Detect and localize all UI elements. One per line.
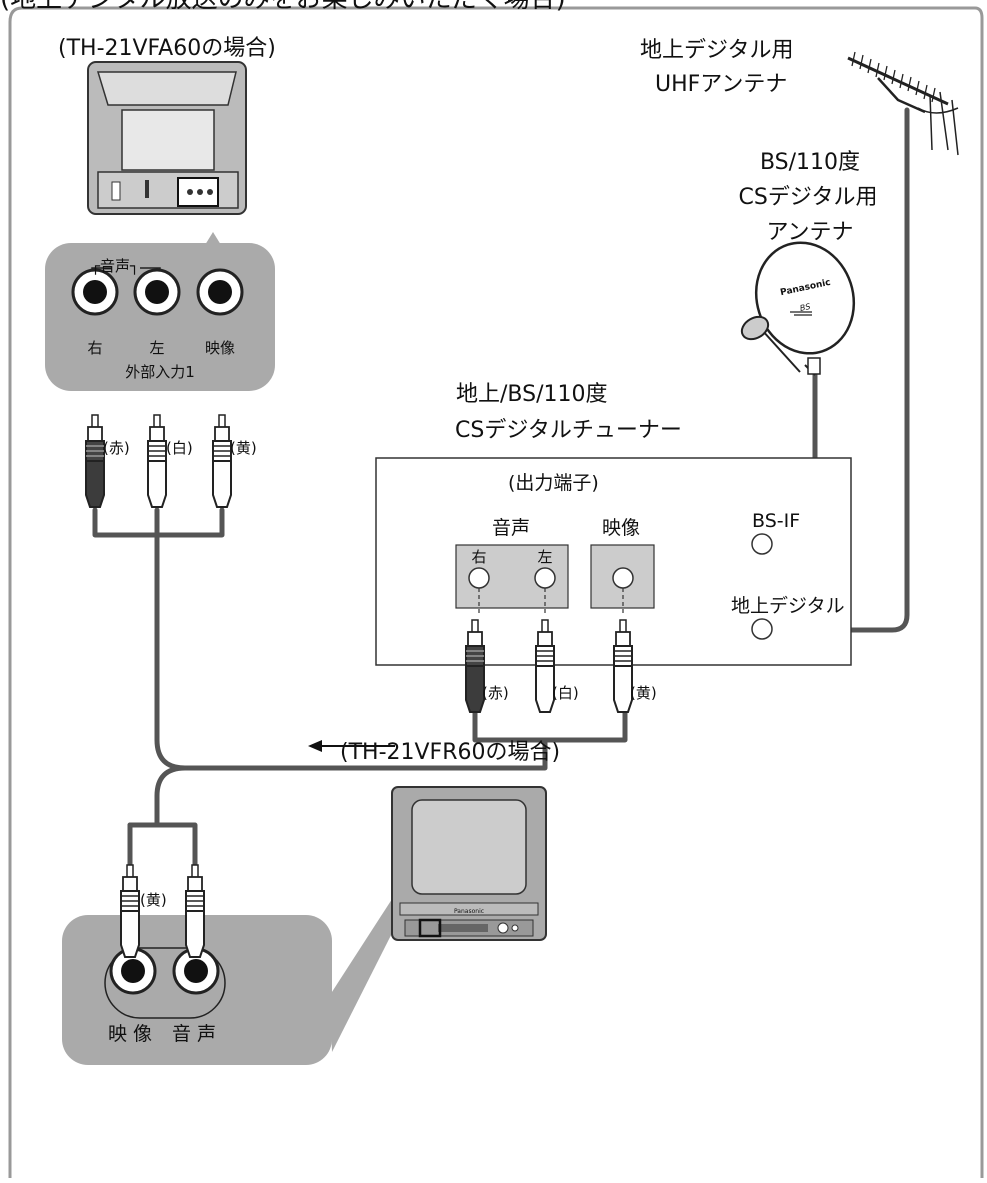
tv-b-model-label: (TH-21VFR60の場合) <box>340 740 561 765</box>
tv-b-audio-label: 音 声 <box>172 1023 217 1045</box>
tuner-terrestrial-terminal <box>751 618 773 640</box>
bs-antenna-label-line3: アンテナ <box>766 220 854 245</box>
tv-b-cable-yellow-label: (黄) <box>140 891 167 909</box>
tuner-jack-video <box>612 567 634 589</box>
tuner-audio-label: 音声 <box>492 517 531 539</box>
plug-white-a <box>147 414 167 508</box>
bs-cs-dish-antenna <box>740 241 856 376</box>
tv-a-input-name: 外部入力1 <box>125 363 195 381</box>
signal-arrow <box>308 740 395 752</box>
cable-b-white-label: (白) <box>552 684 579 702</box>
plug-yellow-video-b <box>120 864 140 958</box>
tuner-video-label: 映像 <box>602 517 641 539</box>
tuner-jack-left <box>534 567 556 589</box>
tv-a-video-label: 映像 <box>204 339 236 357</box>
tv-b-brand: Panasonic <box>453 908 485 915</box>
clipped-section-title: (地上デジタル放送のみをお楽しみいただく場合) <box>0 0 566 12</box>
tuner-bsif-terminal <box>751 533 773 555</box>
plug-yellow-a <box>212 414 232 508</box>
tv-a-right-label: 右 <box>87 339 103 357</box>
jack-right-audio-a <box>71 268 119 316</box>
jack-video-a <box>196 268 244 316</box>
tuner-title-line1: 地上/BS/110度 <box>456 382 608 407</box>
tv-b-video-label: 映 像 <box>108 1023 153 1045</box>
terrestrial-terminal-label: 地上デジタル <box>731 595 845 617</box>
tv-front-illustration <box>391 786 547 941</box>
uhf-antenna <box>847 51 959 156</box>
tuner-output-label: (出力端子) <box>508 472 599 494</box>
jack-left-audio-a <box>133 268 181 316</box>
tv-rear-illustration <box>87 61 247 215</box>
cable-a-red-label: (赤) <box>103 439 130 457</box>
cable-b-red-label: (赤) <box>482 684 509 702</box>
tuner-title-line2: CSデジタルチューナー <box>455 418 682 443</box>
uhf-antenna-label-line1: 地上デジタル用 <box>640 38 794 63</box>
tv-a-left-label: 左 <box>149 339 165 357</box>
plug-yellow-audio-b <box>185 864 205 958</box>
tv-a-audio-group-label: ┌音声┐ <box>91 257 140 275</box>
cable-b-yellow-label: (黄) <box>630 684 657 702</box>
tv-a-model-label: (TH-21VFA60の場合) <box>58 36 276 61</box>
tuner-jack-right <box>468 567 490 589</box>
bsif-terminal-label: BS-IF <box>752 510 801 532</box>
uhf-antenna-label-line2: UHFアンテナ <box>655 72 788 97</box>
plug-red-a <box>85 414 105 508</box>
bs-antenna-label-line1: BS/110度 <box>759 150 861 175</box>
bs-antenna-label-line2: CSデジタル用 <box>738 185 878 210</box>
tuner-left-label: 左 <box>537 548 553 566</box>
tuner-right-label: 右 <box>471 548 487 566</box>
cable-a-yellow-label: (黄) <box>230 439 257 457</box>
cable-a-white-label: (白) <box>166 439 193 457</box>
